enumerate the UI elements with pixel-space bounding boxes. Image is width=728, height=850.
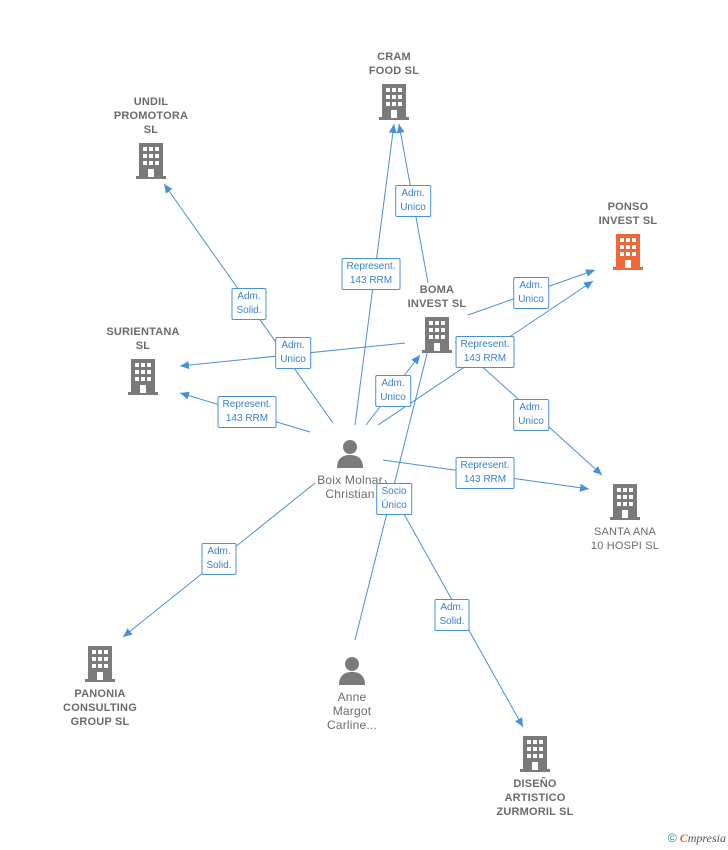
node-label: PONSO INVEST SL xyxy=(598,201,658,227)
node-surientana[interactable]: SURIENTANA SL xyxy=(93,325,193,395)
node-diseno-artistico[interactable]: DISEÑO ARTISTICO ZURMORIL SL xyxy=(485,736,585,819)
edge-label-anne-boma[interactable]: Socio Único xyxy=(376,483,412,515)
node-label: PANONIA CONSULTING GROUP SL xyxy=(63,688,137,728)
edge-label-boma-ponso[interactable]: Adm. Unico xyxy=(513,277,549,309)
building-icon-highlighted xyxy=(613,234,643,270)
building-icon xyxy=(136,143,166,179)
node-label: Anne Margot Carline... xyxy=(326,690,378,732)
edge-label-boix-boma[interactable]: Adm. Unico xyxy=(375,375,411,407)
building-icon xyxy=(128,359,158,395)
edge-label-boix-panonia[interactable]: Adm. Solid. xyxy=(201,543,237,575)
node-label: SURIENTANA SL xyxy=(106,326,180,352)
copyright-symbol: © xyxy=(667,831,677,845)
edge-label-boix-surientana[interactable]: Represent. 143 RRM xyxy=(217,396,277,428)
edge-label-boix-cram[interactable]: Represent. 143 RRM xyxy=(341,258,401,290)
edge-label-boix-diseno[interactable]: Adm. Solid. xyxy=(434,599,470,631)
node-panonia-consulting[interactable]: PANONIA CONSULTING GROUP SL xyxy=(50,646,150,729)
node-undil-promotora[interactable]: UNDIL PROMOTORA SL xyxy=(101,95,201,179)
node-label: DISEÑO ARTISTICO ZURMORIL SL xyxy=(496,778,574,818)
node-label: SANTA ANA 10 HOSPI SL xyxy=(590,526,660,552)
node-anne-margot[interactable]: Anne Margot Carline... xyxy=(302,655,402,732)
edge-label-boma-cram[interactable]: Adm. Unico xyxy=(395,185,431,217)
edge-label-boix-santa[interactable]: Represent. 143 RRM xyxy=(455,457,515,489)
node-santa-ana[interactable]: SANTA ANA 10 HOSPI SL xyxy=(575,484,675,553)
node-ponso-invest[interactable]: PONSO INVEST SL xyxy=(578,200,678,270)
node-label: UNDIL PROMOTORA SL xyxy=(113,96,189,136)
person-icon xyxy=(339,657,365,685)
edge-label-boix-undil[interactable]: Adm. Solid. xyxy=(231,288,267,320)
brand-name: mpresia xyxy=(687,831,726,845)
node-boma-invest[interactable]: BOMA INVEST SL xyxy=(387,283,487,353)
footer-brand[interactable]: © Cmpresia xyxy=(668,831,726,846)
building-icon xyxy=(422,317,452,353)
node-label: CRAM FOOD SL xyxy=(368,51,420,77)
edge-label-boma-surientana[interactable]: Adm. Unico xyxy=(275,337,311,369)
node-boix-molnar[interactable]: Boix Molnar Christian xyxy=(300,438,400,501)
node-label: Boix Molnar Christian xyxy=(317,473,383,501)
person-icon xyxy=(337,440,363,468)
building-icon xyxy=(379,84,409,120)
brand-initial: C xyxy=(679,831,688,845)
building-icon xyxy=(85,646,115,682)
edge-label-boma-santa[interactable]: Adm. Unico xyxy=(513,399,549,431)
building-icon xyxy=(610,484,640,520)
node-cram-food[interactable]: CRAM FOOD SL xyxy=(344,50,444,120)
node-label: BOMA INVEST SL xyxy=(407,284,467,310)
building-icon xyxy=(520,736,550,772)
edge-label-boix-ponso[interactable]: Represent. 143 RRM xyxy=(455,336,515,368)
